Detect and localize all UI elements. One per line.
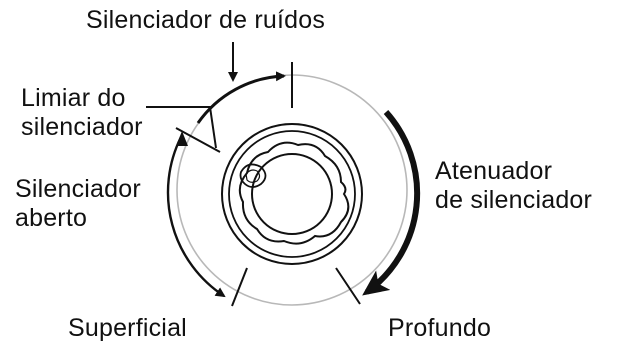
dial-outer-circle [176,74,408,306]
squelch-attenuator-line-2: de silenciador [435,186,593,214]
open-squelch-line-2: aberto [15,204,88,232]
squelch-threshold-line-1: Limiar do [21,84,126,112]
open-squelch-line-1: Silenciador [15,175,141,203]
attenuator-arc [362,109,421,296]
deep-label: Profundo [388,314,492,342]
squelch-attenuator-label: Atenuador de silenciador [435,157,592,215]
squelch-threshold-line-2: silenciador [21,113,143,141]
tick-deep [335,267,361,305]
open-squelch-arc [166,136,226,298]
squelch-attenuator-line-1: Atenuador [435,157,553,185]
tick-shallow [231,267,248,307]
knob-indicator-inner [245,169,261,183]
knob-center [251,153,333,235]
threshold-tick [175,127,221,153]
knob-indicator [239,163,267,188]
open-squelch-label: Silenciador aberto [15,175,141,233]
noise-squelch-arc [196,71,286,124]
open-squelch-arrow-up [176,131,188,146]
knob-outer-ring [221,123,363,265]
knob-grip-ring [238,141,350,245]
shallow-label: Superficial [68,314,187,342]
squelch-threshold-label: Limiar do silenciador [21,84,143,142]
noise-squelch-label: Silenciador de ruídos [86,6,326,34]
knob-second-ring [228,130,356,258]
